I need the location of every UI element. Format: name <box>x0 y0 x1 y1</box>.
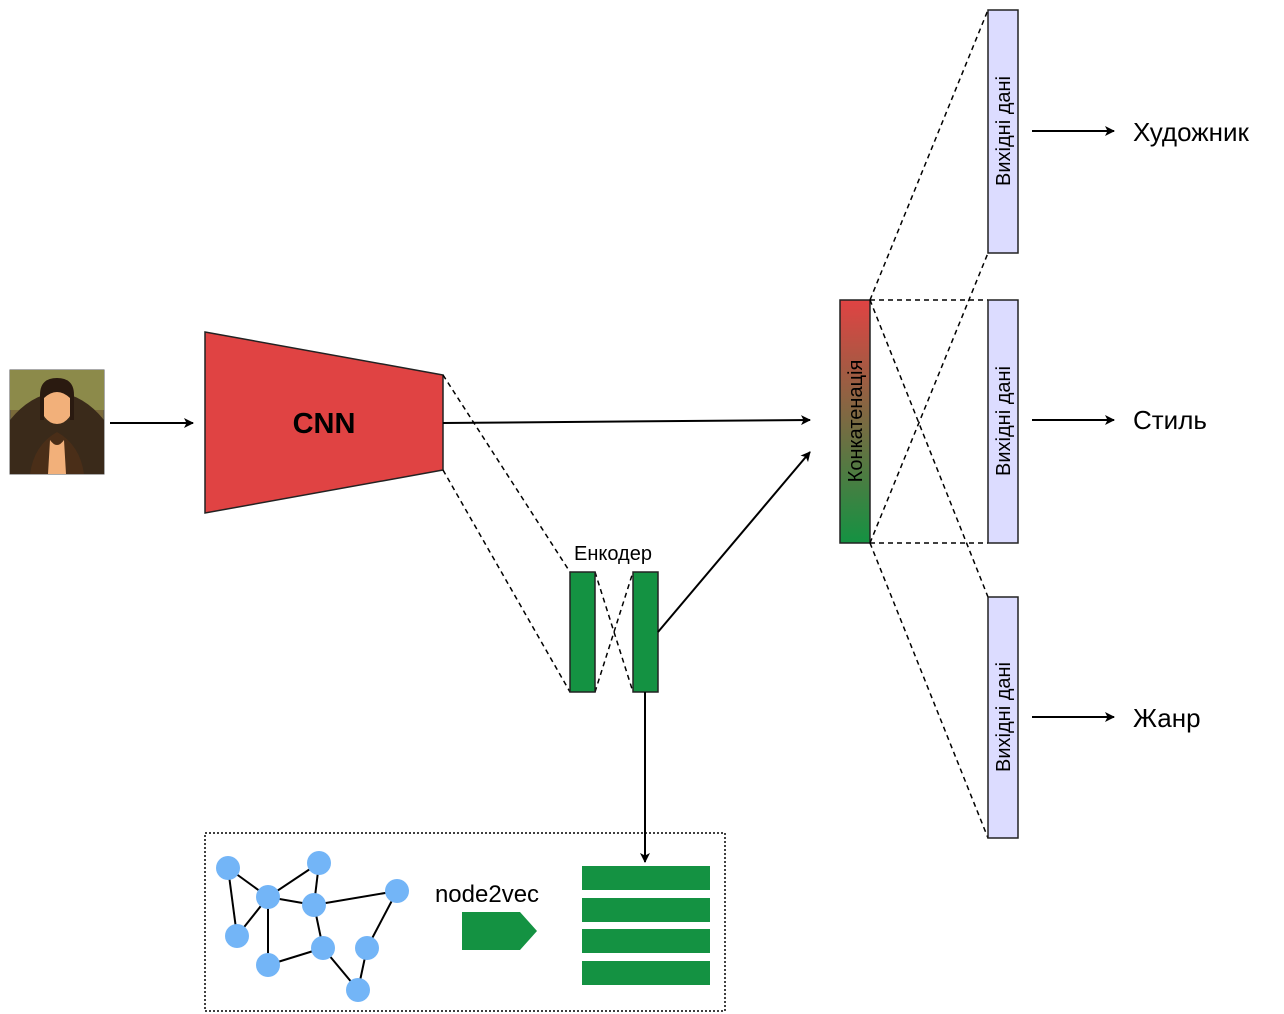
encoder-left-block <box>569 571 596 693</box>
graph-node <box>311 936 335 960</box>
graph-node <box>302 893 326 917</box>
output-block-label: Вихідні дані <box>993 366 1015 476</box>
cnn-label: CNN <box>293 408 356 440</box>
graph-node <box>216 856 240 880</box>
graph-node <box>346 978 370 1002</box>
graph-nodes <box>216 851 409 1002</box>
embedding-row <box>582 866 710 890</box>
output-block-label: Вихідні дані <box>993 76 1015 186</box>
output-block-label: Вихідні дані <box>993 662 1015 772</box>
embedding-row <box>582 898 710 922</box>
output-block-artist: Вихідні дані <box>987 9 1019 254</box>
cnn-encoder-dashed-links <box>442 374 634 693</box>
graph-edges <box>227 862 398 991</box>
mona-lisa-painting-icon <box>9 369 105 475</box>
graph-node <box>225 924 249 948</box>
output-block-genre: Вихідні дані <box>987 596 1019 839</box>
graph-node <box>385 879 409 903</box>
graph-node <box>256 953 280 977</box>
graph-embedding-panel <box>204 832 726 1012</box>
embedding-row <box>582 961 710 985</box>
encoder-right-block <box>632 571 659 693</box>
output-target-artist: Художник <box>1133 117 1250 147</box>
output-target-style: Стиль <box>1133 405 1207 435</box>
node2vec-arrow-icon <box>462 912 537 950</box>
concatenation-block <box>839 299 871 544</box>
concatenation-label: Конкатенація <box>845 360 867 483</box>
embedding-table <box>582 866 710 985</box>
encoder-label: Енкодер <box>574 543 652 565</box>
encoder-to-concat-arrow <box>657 451 811 633</box>
embedding-row <box>582 929 710 953</box>
output-block-style: Вихідні дані <box>987 299 1019 544</box>
cnn-to-concat-arrow <box>442 415 811 426</box>
concat-output-dashed-links <box>869 9 989 839</box>
node2vec-label: node2vec <box>435 881 539 908</box>
graph-node <box>256 885 280 909</box>
graph-node <box>307 851 331 875</box>
graph-node <box>355 936 379 960</box>
output-target-genre: Жанр <box>1133 703 1201 733</box>
